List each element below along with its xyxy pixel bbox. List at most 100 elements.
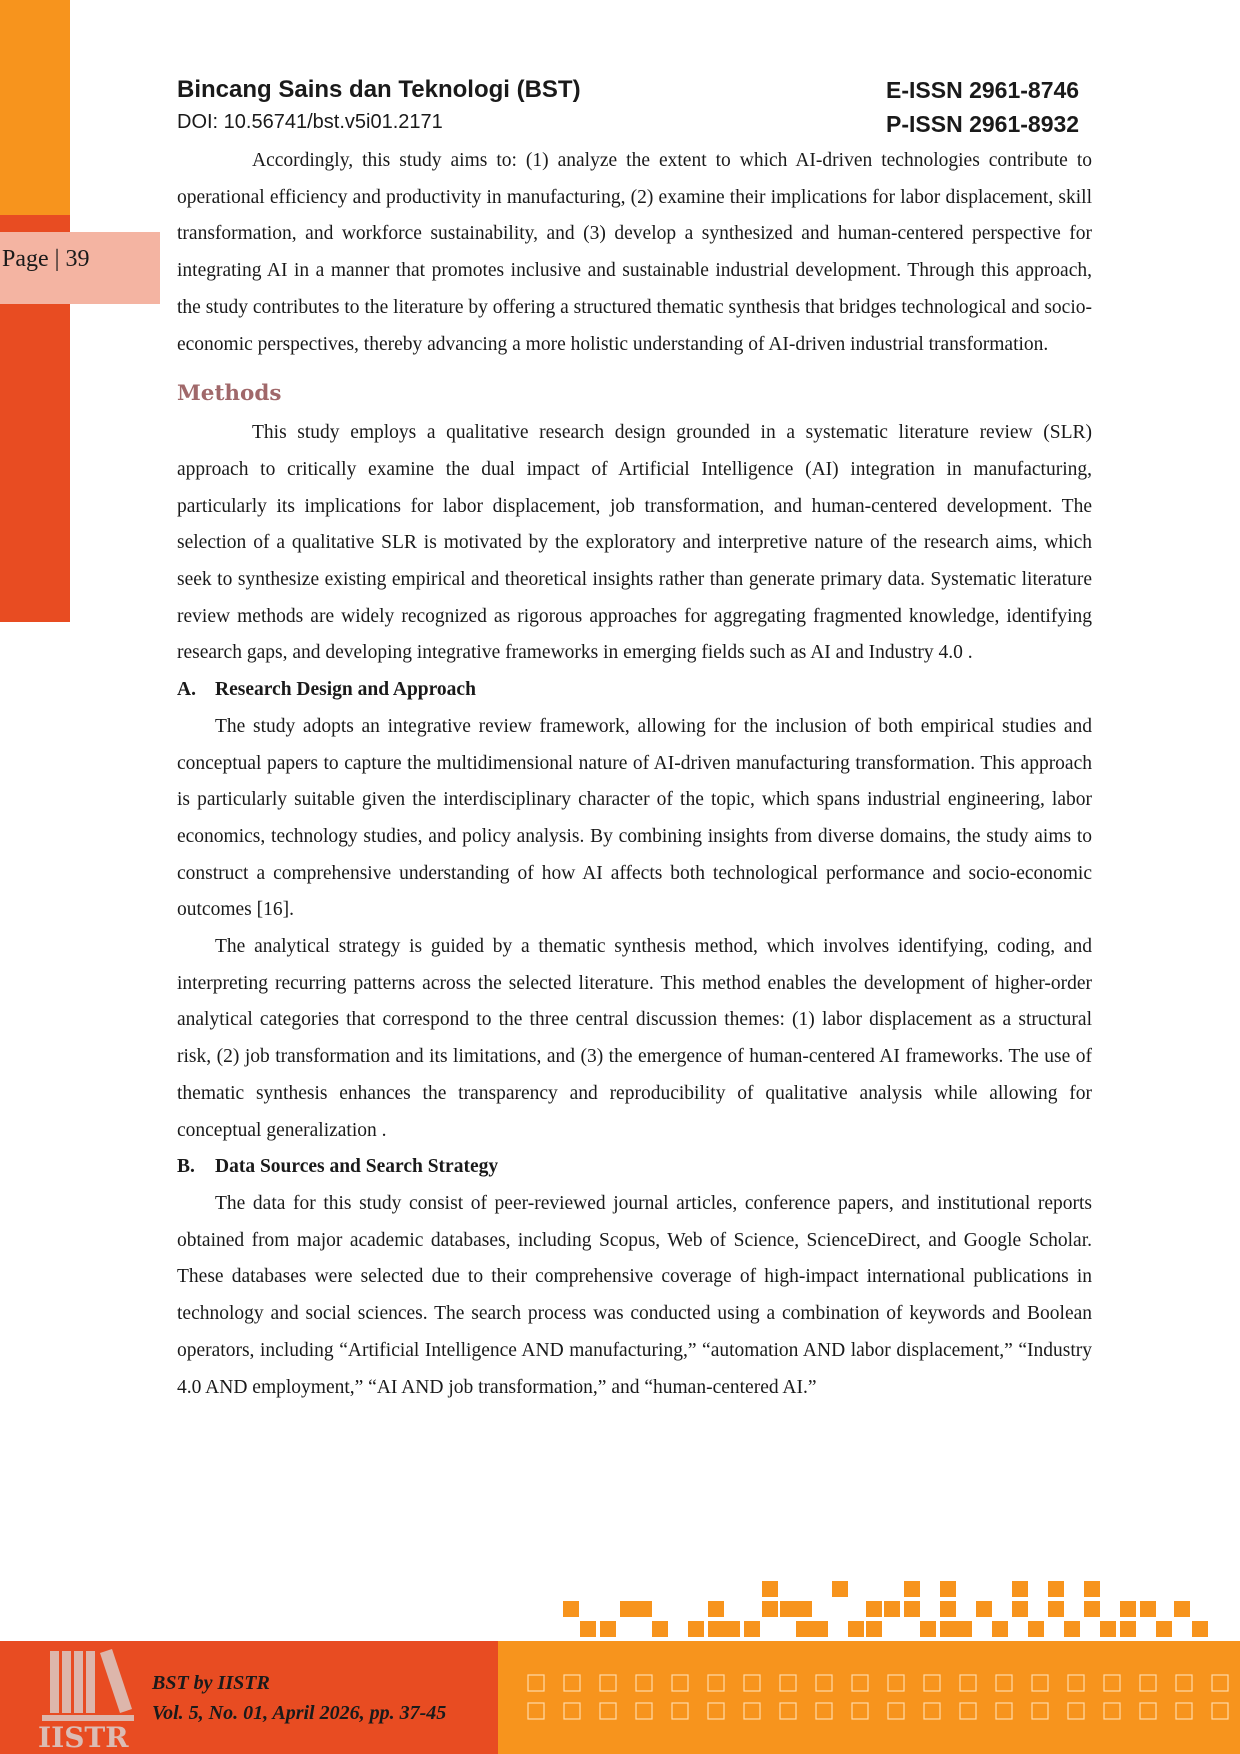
pixel-block [956,1621,972,1637]
pixel-block [940,1581,956,1597]
grid-cell [635,1674,653,1692]
grid-cell [599,1702,617,1720]
grid-cell [635,1702,653,1720]
pixel-block [708,1601,724,1617]
pixel-block [1192,1621,1208,1637]
grid-cell [995,1702,1013,1720]
grid-cell [563,1702,581,1720]
grid-cell [923,1702,941,1720]
pixel-block [762,1601,778,1617]
grid-cell [1175,1674,1193,1692]
grid-cell [779,1702,797,1720]
grid-cell [887,1702,905,1720]
subsection-b-paragraph-1: The data for this study consist of peer-… [177,1192,1092,1398]
grid-cell [1031,1674,1049,1692]
pixel-block [1012,1581,1028,1597]
grid-cell [1067,1674,1085,1692]
pixel-block [1048,1581,1064,1597]
grid-cell [527,1702,545,1720]
subsection-b-title: Data Sources and Search Strategy [215,1156,499,1178]
footer-volume-info: Vol. 5, No. 01, April 2026, pp. 37-45 [152,1702,447,1724]
grid-cell [527,1674,545,1692]
eissn: E-ISSN 2961-8746 [886,77,1080,103]
pixel-block [636,1601,652,1617]
grid-cell [707,1702,725,1720]
subsection-b-heading: B. Data Sources and Search Strategy [177,1149,1092,1186]
methods-paragraph: This study employs a qualitative researc… [177,422,1092,664]
pixel-block [992,1621,1008,1637]
pixel-block [688,1621,704,1637]
grid-cell [1139,1702,1157,1720]
journal-title: Bincang Sains dan Teknologi (BST) [177,76,581,103]
subsection-a-paragraph-1: The study adopts an integrative review f… [177,715,1092,921]
subsection-b-letter: B. [177,1156,195,1178]
subsection-a-paragraph-2: The analytical strategy is guided by a t… [177,936,1092,1141]
pixel-block [1120,1621,1136,1637]
grid-cell [707,1674,725,1692]
pixel-block [940,1621,956,1637]
pixel-block [920,1621,936,1637]
intro-paragraph: Accordingly, this study aims to: (1) ana… [177,150,1092,355]
pixel-block [976,1601,992,1617]
footer-publisher: BST by IISTR [152,1672,270,1694]
subsection-a-title: Research Design and Approach [215,679,476,701]
grid-cell [671,1702,689,1720]
pixel-block [1120,1601,1136,1617]
pixel-block [904,1601,920,1617]
grid-cell [851,1674,869,1692]
footer-grid-pattern [527,1674,1229,1720]
grid-cell [815,1674,833,1692]
pixel-block [866,1621,882,1637]
pixel-block [563,1601,579,1617]
pixel-block [1140,1601,1156,1617]
grid-cell [1031,1702,1049,1720]
pixel-block [1084,1581,1100,1597]
pixel-block [796,1621,812,1637]
page-number-label: Page | 39 [0,232,160,304]
pixel-block [652,1621,668,1637]
pixel-block [940,1601,956,1617]
iistr-logo: IISTR [38,1649,134,1751]
pixel-block [780,1601,796,1617]
pixel-block [1174,1601,1190,1617]
grid-cell [1139,1674,1157,1692]
grid-cell [1211,1674,1229,1692]
pixel-block [1100,1621,1116,1637]
pixel-block [832,1581,848,1597]
pixel-block [848,1621,864,1637]
grid-cell [743,1674,761,1692]
pixel-block [1012,1601,1028,1617]
grid-cell [995,1674,1013,1692]
grid-cell [887,1674,905,1692]
grid-cell [1211,1702,1229,1720]
pixel-block [1084,1601,1100,1617]
grid-cell [923,1674,941,1692]
grid-cell [1067,1702,1085,1720]
svg-text:IISTR: IISTR [38,1721,129,1751]
pixel-block [796,1601,812,1617]
subsection-a-letter: A. [177,679,196,701]
pixel-block [1048,1601,1064,1617]
pixel-block [866,1601,882,1617]
doi: DOI: 10.56741/bst.v5i01.2171 [177,111,443,133]
grid-cell [815,1702,833,1720]
grid-cell [1103,1702,1121,1720]
pixel-block [1064,1621,1080,1637]
pixel-block [762,1581,778,1597]
pixel-block [580,1621,596,1637]
left-orange-bar [0,0,70,215]
pixel-block [708,1621,724,1637]
pixel-block [884,1601,900,1617]
pixel-block [904,1581,920,1597]
grid-cell [743,1702,761,1720]
methods-heading: Methods [177,381,282,407]
subsection-a-heading: A. Research Design and Approach [177,672,1092,709]
pixel-block [744,1621,760,1637]
pixel-block [1156,1621,1172,1637]
article-body: Accordingly, this study aims to: (1) ana… [177,143,1092,1406]
pixel-block [812,1621,828,1637]
grid-cell [851,1702,869,1720]
pixel-block [620,1601,636,1617]
pixel-block [724,1621,740,1637]
grid-cell [563,1674,581,1692]
